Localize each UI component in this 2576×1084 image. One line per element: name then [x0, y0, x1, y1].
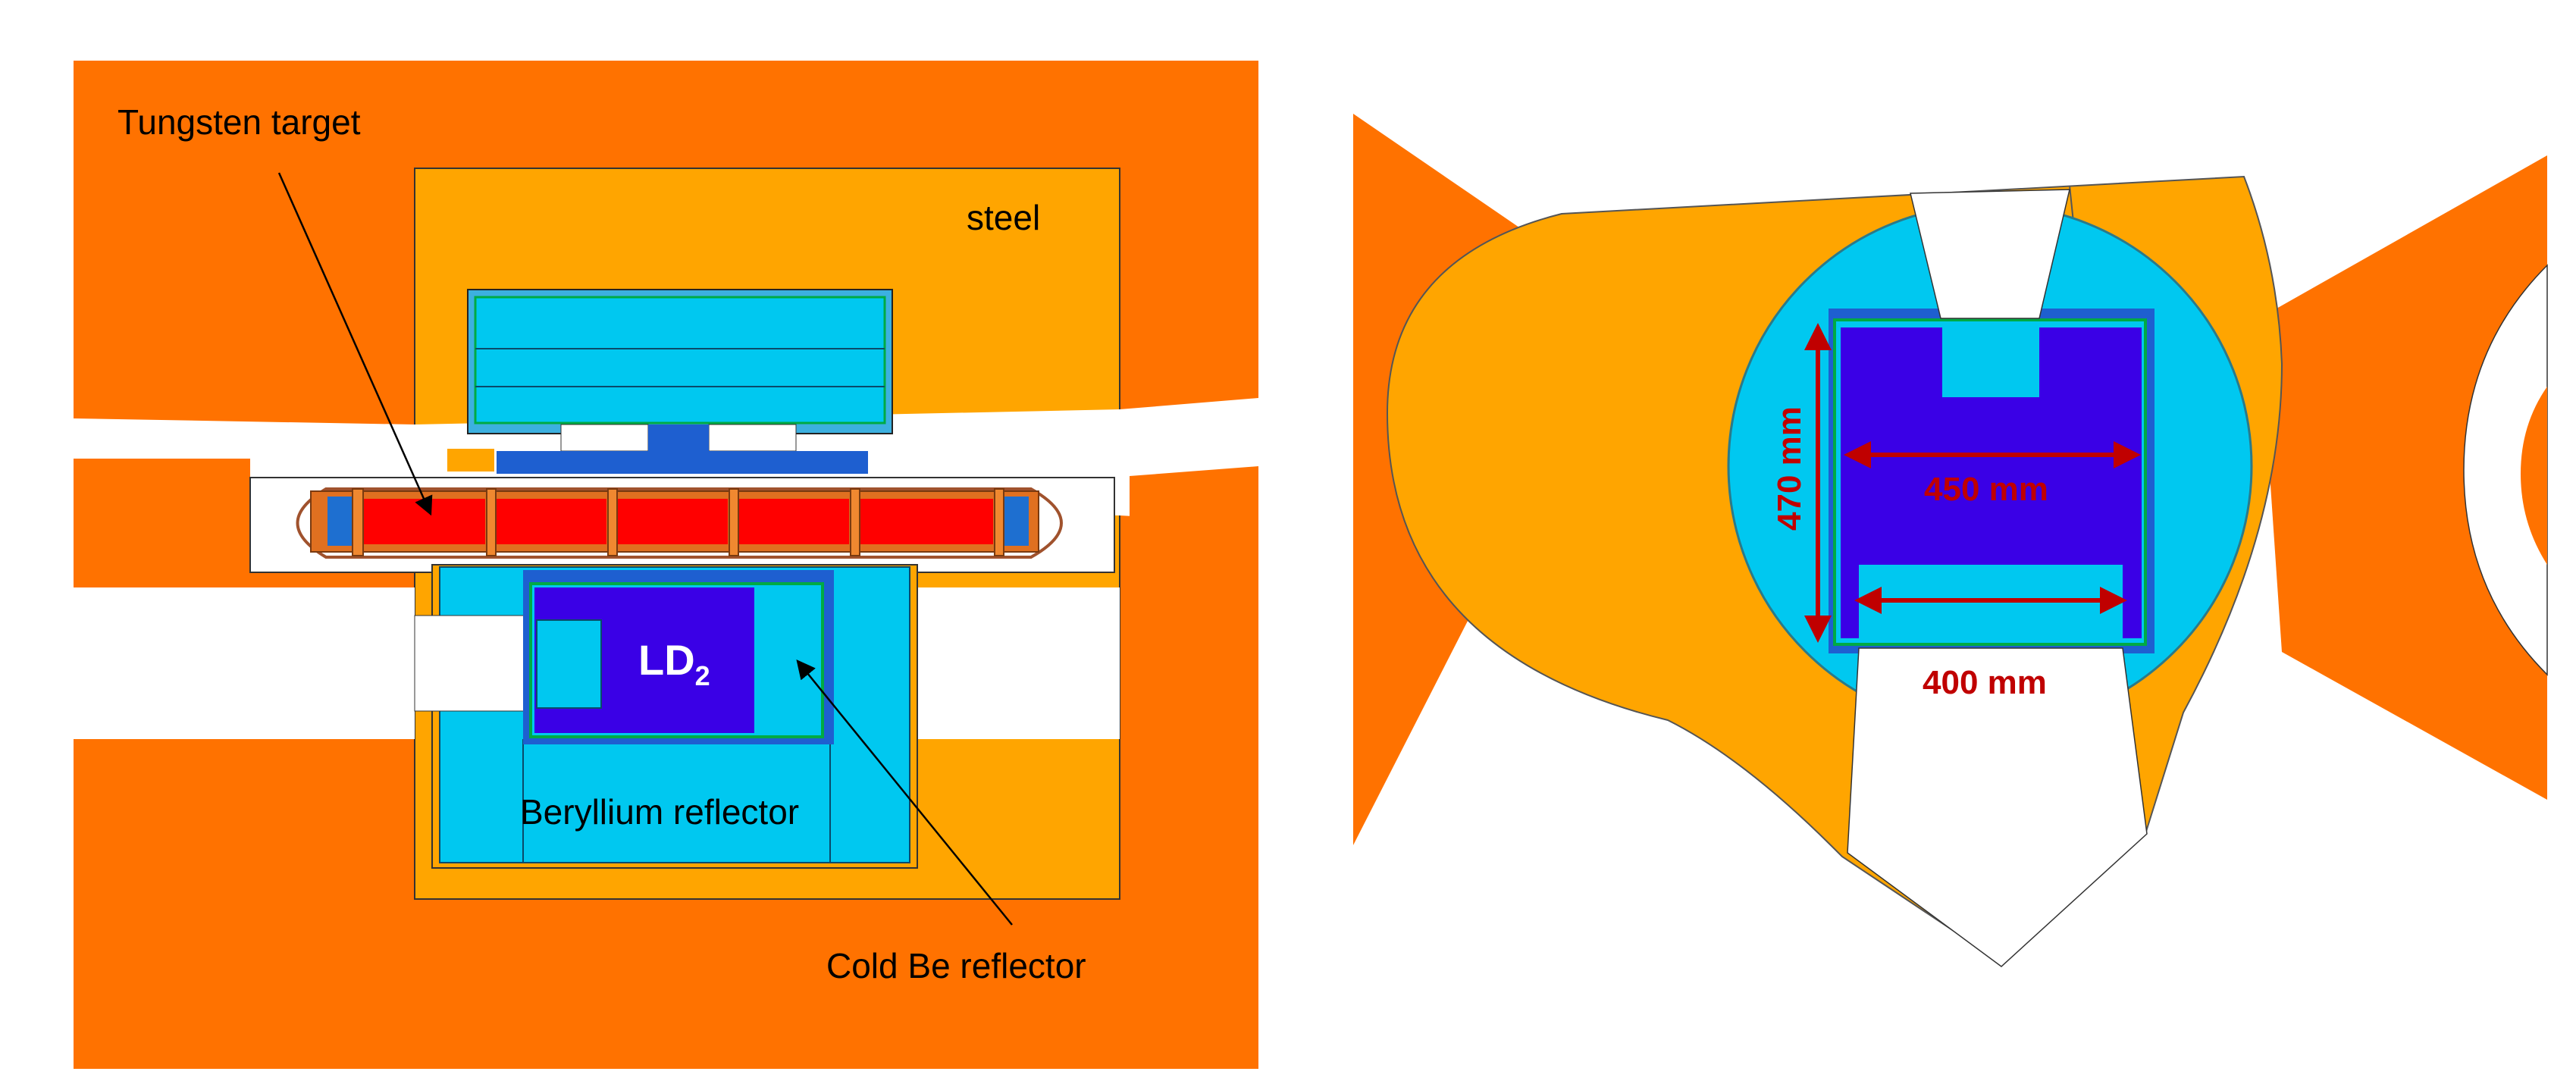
- tungsten-segments: [364, 499, 993, 544]
- top-cold-reflector: [1942, 327, 2039, 397]
- upper-blue-stem: [648, 425, 709, 455]
- dimension-label-width-inner: 450 mm: [1924, 471, 2048, 508]
- right-panel-plan-view: 470 mm 450 mm 400 mm: [1353, 114, 2548, 967]
- upper-reflector: [474, 296, 886, 425]
- upper-blue-strip: [497, 451, 868, 474]
- upper-white-gap-right: [708, 424, 797, 452]
- tungsten-segment: [618, 499, 728, 544]
- target-rib: [729, 488, 739, 556]
- target-vessel-outline: [296, 487, 1063, 559]
- upper-orange-strip: [447, 449, 494, 472]
- ld2-label: LD2: [638, 636, 710, 691]
- channel-plug-right: [1130, 466, 1258, 570]
- target-rib: [486, 488, 497, 556]
- target-rib: [850, 488, 860, 556]
- tungsten-segment: [364, 499, 485, 544]
- cold-be-reflector: [536, 619, 602, 709]
- cold-be-reflector-pointer: [796, 659, 1013, 926]
- tungsten-target-pointer: [277, 172, 433, 516]
- target-blue-end-left: [327, 497, 352, 546]
- beryllium-reflector-label: Beryllium reflector: [520, 792, 799, 832]
- right-ring-outer: [2463, 264, 2548, 676]
- cold-be-reflector-label: Cold Be reflector: [826, 946, 1086, 985]
- outer-shield-wedge-right: [2259, 155, 2547, 800]
- channel-plug-left: [74, 459, 250, 587]
- tungsten-segment: [497, 499, 606, 544]
- target-rib: [994, 488, 1004, 556]
- tungsten-target-label: Tungsten target: [118, 102, 361, 142]
- beam-port-plug: [414, 615, 529, 712]
- target-rib: [352, 488, 364, 556]
- dimension-label-width-bottom: 400 mm: [1923, 664, 2047, 701]
- steel-label: steel: [967, 198, 1040, 237]
- left-panel-cross-section: LD2 Tungsten target steel Beryllium refl…: [74, 61, 1258, 1069]
- tungsten-segment: [739, 499, 849, 544]
- beam-opening-top: [1910, 189, 2070, 319]
- right-ring-inner: [2521, 387, 2547, 565]
- target-ribs: [352, 488, 1004, 556]
- tungsten-segment: [860, 499, 993, 544]
- beam-channel-left: [74, 587, 415, 739]
- upper-white-gap-left: [560, 424, 649, 452]
- target-blue-end-right: [1004, 497, 1029, 546]
- target-rib: [607, 488, 618, 556]
- beam-opening-bottom: [1847, 647, 2148, 967]
- dimension-label-height: 470 mm: [1771, 406, 1808, 531]
